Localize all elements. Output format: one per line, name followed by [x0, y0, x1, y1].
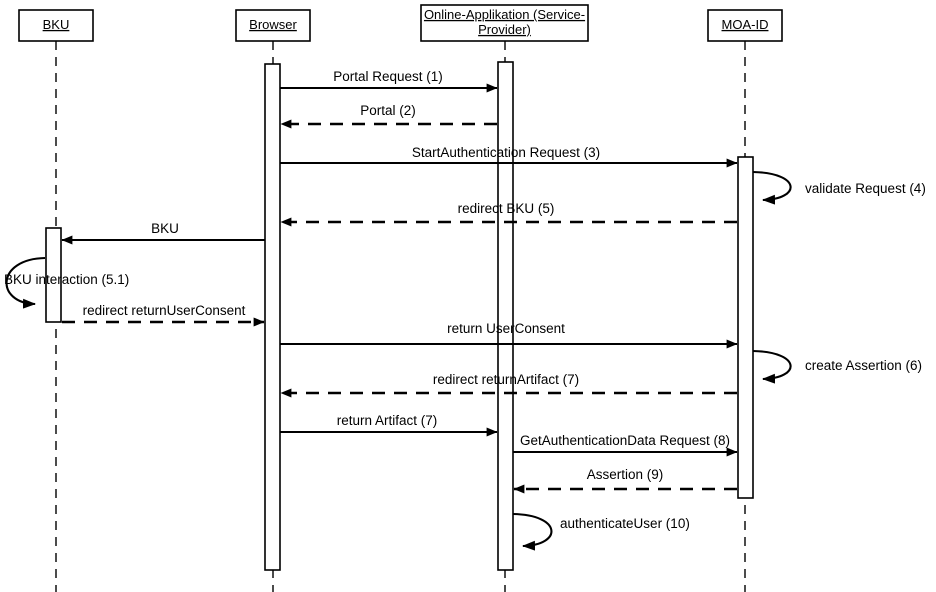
message-5: redirect BKU (5): [280, 201, 737, 227]
message-6b: return UserConsent: [280, 321, 738, 349]
message-label-5a: BKU: [151, 221, 179, 236]
participant-box-bku[interactable]: [18, 9, 94, 42]
message-label-8: GetAuthenticationData Request (8): [520, 433, 730, 448]
participant-box-browser[interactable]: [235, 9, 311, 42]
message-label-5: redirect BKU (5): [458, 201, 555, 216]
message-3: StartAuthentication Request (3): [280, 145, 738, 168]
activations-layer: [45, 61, 754, 571]
participant-box-oa[interactable]: [420, 4, 589, 42]
message-9: Assertion (9): [513, 467, 737, 494]
participant-label-oa: Provider): [478, 22, 531, 37]
message-4: validate Request (4): [752, 170, 926, 205]
participant-label-browser: Browser: [249, 17, 297, 32]
activation-bar-browser: [264, 63, 281, 571]
participant-oa[interactable]: Online-Applikation (Service-Provider): [420, 4, 589, 42]
messages-layer: Portal Request (1) Portal (2) StartAuthent…: [4, 69, 926, 551]
message-label-3: StartAuthentication Request (3): [412, 145, 600, 160]
message-10: authenticateUser (10): [512, 512, 690, 551]
participant-label-bku: BKU: [43, 17, 70, 32]
activation-bar-moaid: [737, 156, 754, 499]
message-7a: redirect returnArtifact (7): [280, 372, 737, 398]
self-call-arc-5.1: [5, 256, 46, 309]
activation-bar-bku: [45, 227, 62, 323]
message-label-2: Portal (2): [360, 103, 416, 118]
message-label-4: validate Request (4): [805, 181, 926, 196]
message-8: GetAuthenticationData Request (8): [513, 433, 738, 457]
participant-headers-layer: BKU Browser Online-Applikation (Service-Pr…: [18, 4, 783, 42]
message-label-6b: return UserConsent: [447, 321, 565, 336]
message-label-7a: redirect returnArtifact (7): [433, 372, 579, 387]
activation-bar-oa: [497, 61, 514, 571]
message-1: Portal Request (1): [280, 69, 498, 93]
participant-box-moaid[interactable]: [707, 9, 783, 42]
self-call-arc-4: [752, 170, 792, 205]
message-6: create Assertion (6): [752, 349, 922, 384]
message-6a: redirect returnUserConsent: [62, 303, 265, 327]
participant-browser[interactable]: Browser: [235, 9, 311, 42]
self-call-arc-10: [512, 512, 553, 551]
message-label-9: Assertion (9): [587, 467, 664, 482]
message-label-7b: return Artifact (7): [337, 413, 438, 428]
self-call-arc-6: [752, 349, 792, 384]
participant-bku[interactable]: BKU: [18, 9, 94, 42]
participant-moaid[interactable]: MOA-ID: [707, 9, 783, 42]
message-5.1: BKU interaction (5.1): [4, 256, 129, 309]
message-label-6a: redirect returnUserConsent: [83, 303, 246, 318]
message-label-1: Portal Request (1): [333, 69, 443, 84]
message-label-6: create Assertion (6): [805, 358, 922, 373]
message-5a: BKU: [61, 221, 265, 245]
participant-label-moaid: MOA-ID: [722, 17, 769, 32]
message-7b: return Artifact (7): [280, 413, 498, 437]
message-label-10: authenticateUser (10): [560, 516, 690, 531]
participant-label-oa: Online-Applikation (Service-: [424, 7, 585, 22]
message-label-5.1: BKU interaction (5.1): [4, 272, 129, 287]
message-2: Portal (2): [280, 103, 497, 129]
